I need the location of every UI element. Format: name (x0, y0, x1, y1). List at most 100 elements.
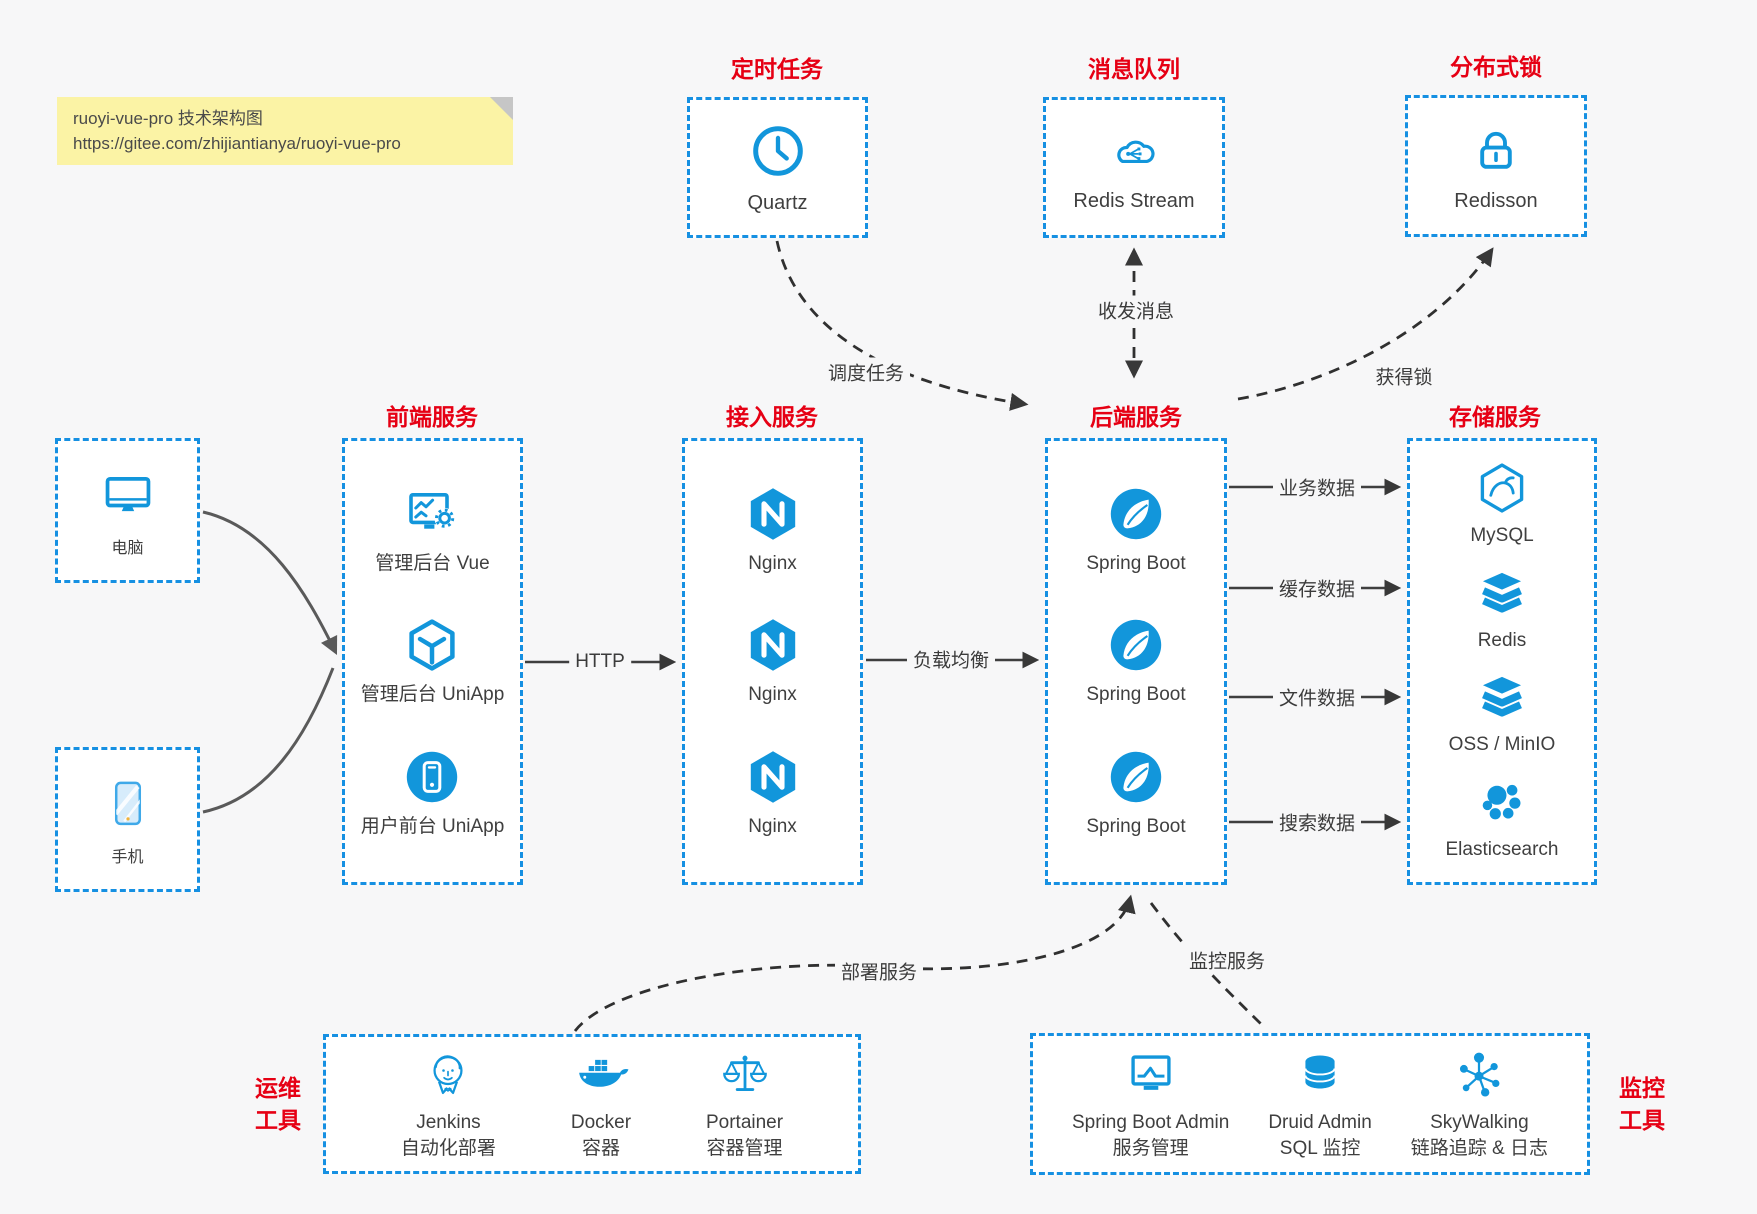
clock-icon (752, 126, 803, 176)
portainer-label: Portainer (705, 1111, 784, 1133)
edge-label-schedule: 调度任务 (821, 357, 911, 387)
ops-tools-box: Jenkins 自动化部署 Docker 容器 (323, 1034, 861, 1174)
uniapp-cube-icon (409, 619, 456, 671)
springboot-label: Spring Boot (1086, 684, 1186, 705)
monitoring-item-skywalking: SkyWalking 链路追踪 & 日志 (1411, 1047, 1548, 1162)
springboot-label: Spring Boot (1086, 815, 1186, 837)
desktop-client-box: 电脑 (55, 438, 200, 583)
nginx-icon (750, 487, 795, 540)
column-title-frontend: 前端服务 (386, 404, 478, 430)
edge-label-load-balance: 负载均衡 (906, 644, 996, 674)
sticky-note: ruoyi-vue-pro 技术架构图 https://gitee.com/zh… (57, 97, 513, 165)
group-title-message-queue: 消息队列 (1088, 56, 1180, 82)
edge-label-message: 收发消息 (1091, 295, 1181, 325)
edge-label-cache-data: 缓存数据 (1272, 573, 1362, 603)
skywalking-icon (1460, 1052, 1500, 1097)
edge-lock-line (1237, 247, 1494, 401)
nginx-icon (750, 619, 795, 671)
admin-vue-icon (409, 492, 456, 529)
storage-item-elasticsearch: Elasticsearch (1446, 774, 1559, 863)
group-title-scheduled-jobs: 定时任务 (731, 56, 823, 82)
docker-label: Docker (570, 1111, 632, 1133)
ops-item-portainer: Portainer 容器管理 (706, 1047, 783, 1162)
edge-phone-to-frontend (202, 667, 335, 814)
druid-label: Druid Admin (1268, 1111, 1372, 1133)
spring-boot-admin-sublabel: 服务管理 (1112, 1137, 1189, 1159)
backend-item-springboot: Spring Boot (1086, 615, 1186, 708)
redis-stream-box: Redis Stream (1043, 97, 1225, 238)
edge-label-monitor: 监控服务 (1182, 945, 1272, 975)
lock-icon (1480, 131, 1512, 169)
edge-label-business-data: 业务数据 (1272, 472, 1362, 502)
backend-item-springboot: Spring Boot (1086, 747, 1186, 840)
frontend-item-admin-vue: 管理后台 Vue (375, 484, 490, 577)
mysql-label: MySQL (1470, 525, 1534, 547)
druid-icon (1304, 1055, 1336, 1088)
desktop-icon (105, 476, 150, 511)
quartz-box: Quartz (687, 97, 868, 238)
elasticsearch-icon (1482, 784, 1521, 819)
frontend-column-box: 管理后台 Vue 管理后台 UniApp 用户前台 UniApp (342, 438, 523, 885)
frontend-item-user-uniapp: 用户前台 UniApp (360, 747, 505, 840)
frontend-item-admin-uniapp: 管理后台 UniApp (360, 615, 505, 708)
frontend-item-label: 管理后台 Vue (375, 552, 490, 574)
access-item-nginx: Nginx (743, 747, 803, 840)
quartz-label: Quartz (747, 192, 808, 214)
phone-client-box: 手机 (55, 747, 200, 892)
ops-tools-side-label: 运维 工具 (255, 1075, 301, 1134)
spring-boot-admin-label: Spring Boot Admin (1071, 1111, 1230, 1133)
spring-admin-icon (1131, 1054, 1171, 1090)
oss-minio-label: OSS / MinIO (1448, 734, 1556, 756)
storage-stack-icon (1482, 677, 1522, 717)
edge-label-deploy: 部署服务 (834, 956, 924, 986)
edge-label-file-data: 文件数据 (1272, 682, 1362, 712)
skywalking-sublabel: 链路追踪 & 日志 (1410, 1137, 1549, 1159)
portainer-icon (722, 1055, 767, 1091)
ops-item-jenkins: Jenkins 自动化部署 (401, 1047, 496, 1162)
edge-label-lock: 获得锁 (1369, 361, 1439, 391)
access-item-nginx: Nginx (743, 484, 803, 577)
monitoring-tools-box: Spring Boot Admin 服务管理 Druid Admin SQL 监… (1030, 1033, 1590, 1175)
access-column-box: Nginx Nginx Nginx (682, 438, 863, 885)
storage-column-box: MySQL Redis OSS / MinIO (1407, 438, 1597, 885)
column-title-storage: 存储服务 (1449, 404, 1541, 430)
note-url: https://gitee.com/zhijiantianya/ruoyi-vu… (73, 134, 401, 153)
spring-icon (1110, 488, 1162, 539)
nginx-label: Nginx (748, 815, 797, 837)
springboot-label: Spring Boot (1086, 552, 1186, 574)
monitoring-tools-side-label: 监控 工具 (1619, 1075, 1665, 1134)
skywalking-label: SkyWalking (1430, 1111, 1529, 1133)
user-app-icon (407, 751, 458, 802)
portainer-sublabel: 容器管理 (706, 1137, 783, 1159)
docker-sublabel: 容器 (581, 1137, 620, 1159)
ops-item-docker: Docker 容器 (571, 1047, 631, 1162)
edge-label-search-data: 搜索数据 (1272, 807, 1362, 837)
frontend-item-label: 用户前台 UniApp (360, 815, 505, 837)
spring-icon (1110, 619, 1162, 671)
redis-stream-label: Redis Stream (1073, 190, 1195, 212)
nginx-icon (750, 750, 795, 803)
storage-item-mysql: MySQL (1470, 460, 1534, 549)
edge-desktop-to-frontend (202, 510, 338, 656)
storage-item-oss-minio: OSS / MinIO (1448, 669, 1556, 758)
redisson-label: Redisson (1454, 189, 1538, 212)
note-title: ruoyi-vue-pro 技术架构图 (73, 109, 263, 128)
backend-item-springboot: Spring Boot (1086, 484, 1186, 577)
redis-stack-icon (1482, 572, 1522, 613)
elasticsearch-label: Elasticsearch (1445, 838, 1559, 860)
desktop-label: 电脑 (111, 539, 144, 557)
group-title-distributed-lock: 分布式锁 (1450, 54, 1542, 80)
druid-sublabel: SQL 监控 (1279, 1137, 1361, 1159)
column-title-access: 接入服务 (726, 404, 818, 430)
redisson-box: Redisson (1405, 95, 1587, 237)
frontend-item-label: 管理后台 UniApp (360, 684, 505, 705)
jenkins-label: Jenkins (416, 1111, 481, 1133)
spring-icon (1110, 751, 1162, 802)
mysql-icon (1480, 463, 1524, 514)
phone-icon (114, 781, 141, 825)
jenkins-icon (433, 1054, 463, 1094)
phone-label: 手机 (111, 848, 144, 866)
nginx-label: Nginx (748, 552, 797, 574)
docker-icon (579, 1059, 629, 1087)
monitoring-item-spring-boot-admin: Spring Boot Admin 服务管理 (1072, 1047, 1229, 1162)
